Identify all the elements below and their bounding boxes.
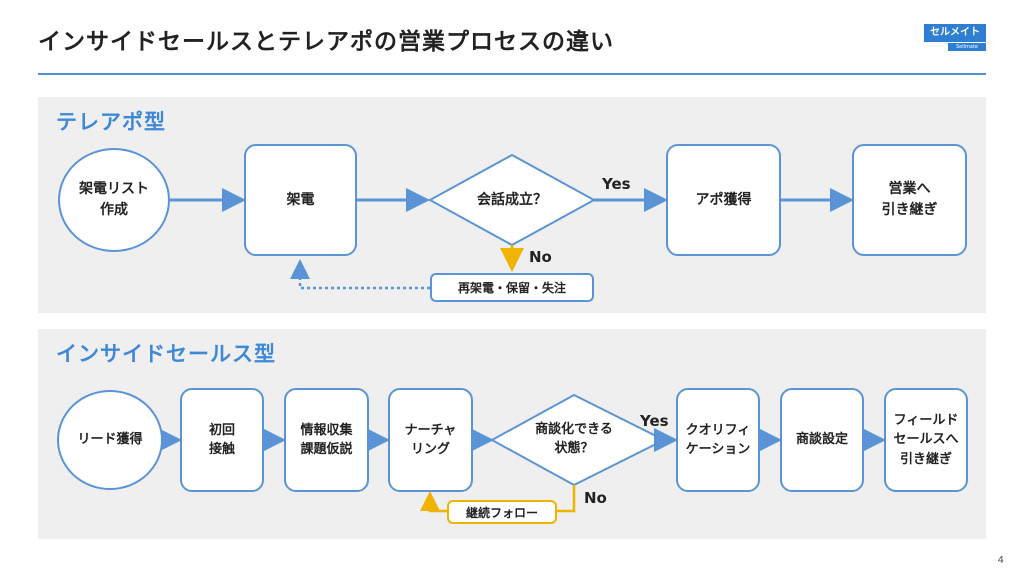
node-nurturing: ナーチャリング xyxy=(388,388,473,492)
node-qualification: クオリフィケーション xyxy=(676,388,760,492)
inside-no-label: No xyxy=(584,489,607,507)
node-lead-acquisition: リード獲得 xyxy=(57,390,163,490)
teleapo-decision-label: 会話成立？ xyxy=(477,191,547,208)
arrow-retry-loop xyxy=(290,259,430,290)
logo-sub-text: Sellmate xyxy=(948,43,986,51)
node-sales-handoff: 営業へ引き継ぎ xyxy=(852,144,967,256)
teleapo-no-label: No xyxy=(529,248,552,266)
teleapo-yes-label: Yes xyxy=(602,175,631,193)
node-meeting-setup: 商談設定 xyxy=(780,388,864,492)
node-info-gathering: 情報収集課題仮説 xyxy=(284,388,369,492)
company-logo: セルメイト Sellmate xyxy=(924,24,986,52)
node-first-contact: 初回接触 xyxy=(180,388,264,492)
node-call: 架電 xyxy=(244,144,357,256)
node-call-list: 架電リスト作成 xyxy=(58,148,170,252)
title-divider xyxy=(38,73,986,75)
inside-decision-label: 商談化できる状態？ xyxy=(535,422,613,456)
inside-yes-label: Yes xyxy=(640,412,669,430)
inside-sales-section-label: インサイドセールス型 xyxy=(56,342,276,366)
node-appointment: アポ獲得 xyxy=(666,144,781,256)
logo-main-text: セルメイト xyxy=(924,24,986,42)
page-title: インサイドセールスとテレアポの営業プロセスの違い xyxy=(38,29,614,55)
teleapo-section-label: テレアポ型 xyxy=(56,110,166,134)
inside-followup-box: 継続フォロー xyxy=(447,500,557,524)
node-field-sales-handoff: フィールドセールスへ引き継ぎ xyxy=(884,388,968,492)
teleapo-fallback-box: 再架電・保留・失注 xyxy=(430,273,594,302)
page-number: 4 xyxy=(997,555,1004,566)
